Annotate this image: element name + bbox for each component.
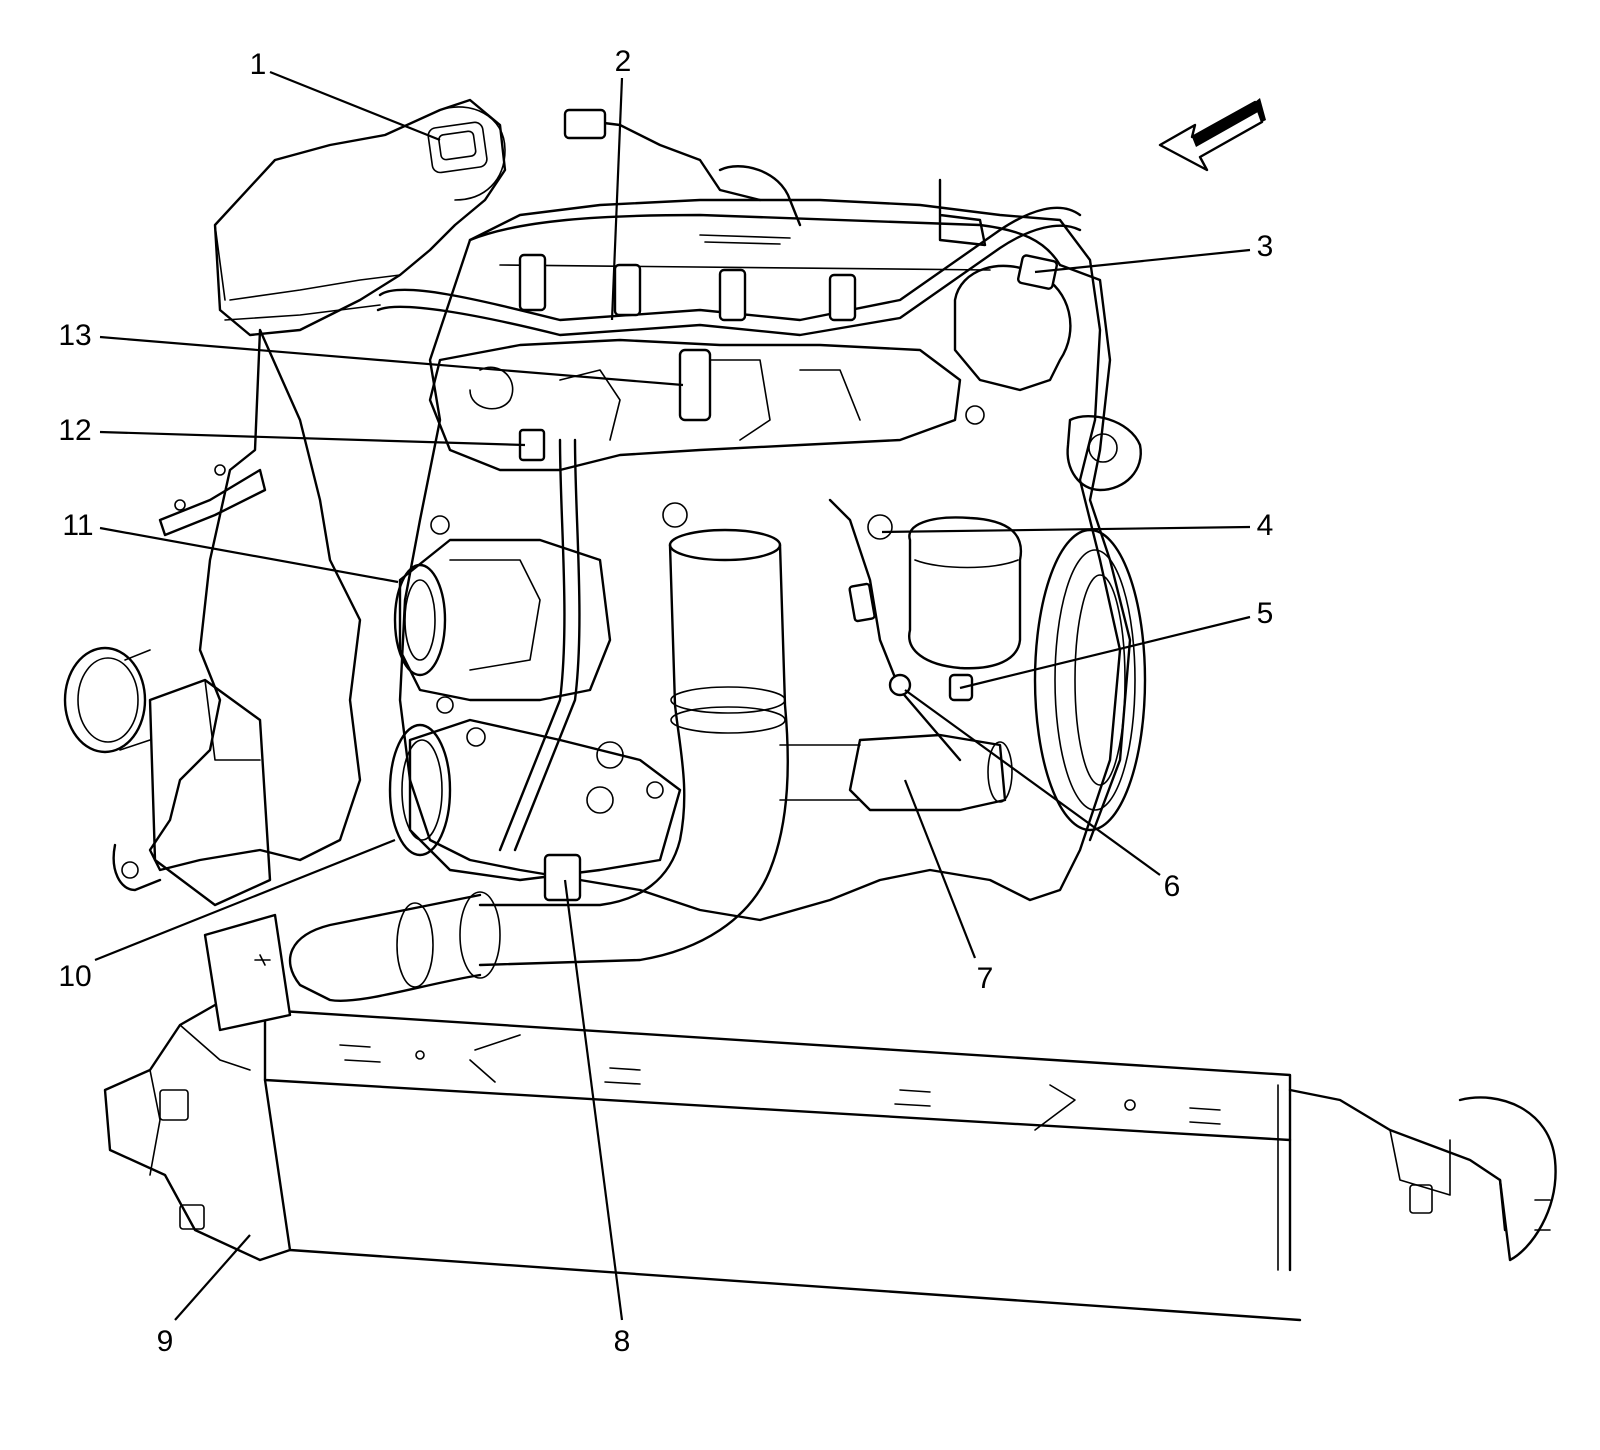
callout-labels: 1 2 3 4 5 6 7 8 9 10 11 12 13 — [58, 45, 1273, 1358]
leader-line-7 — [903, 779, 977, 959]
leader-line-1 — [269, 70, 441, 142]
callout-9: 9 — [157, 1325, 174, 1358]
shield-plate — [203, 913, 292, 1032]
leader-line-3 — [1034, 248, 1251, 274]
leader-line-9 — [174, 1234, 251, 1321]
leader-line-4 — [881, 525, 1251, 534]
front-direction-arrow-icon — [1158, 98, 1266, 172]
air-cleaner-housing — [213, 98, 507, 337]
charge-air-cooler — [103, 1003, 1557, 1322]
callout-6: 6 — [1164, 870, 1181, 903]
callout-4: 4 — [1257, 509, 1274, 542]
leader-line-11 — [99, 526, 399, 584]
callout-5: 5 — [1257, 597, 1274, 630]
callout-11: 11 — [62, 509, 93, 542]
callout-10: 10 — [58, 960, 91, 993]
left-shroud-bracket — [63, 328, 362, 907]
leader-line-13 — [99, 335, 684, 387]
leader-line-10 — [94, 838, 396, 962]
leader-lines — [94, 70, 1251, 1321]
callout-2: 2 — [615, 45, 632, 78]
leader-line-6 — [904, 689, 1161, 876]
leader-line-5 — [959, 615, 1251, 690]
callout-7: 7 — [977, 962, 994, 995]
engine-block — [376, 108, 1147, 922]
charge-air-pipe — [288, 528, 789, 1002]
callout-13: 13 — [58, 319, 91, 352]
leader-line-12 — [99, 430, 526, 447]
leader-line-8 — [563, 879, 624, 1321]
callout-3: 3 — [1257, 230, 1274, 263]
callout-1: 1 — [250, 48, 267, 81]
callout-8: 8 — [614, 1325, 631, 1358]
callout-12: 12 — [58, 414, 91, 447]
leader-line-2 — [610, 77, 624, 321]
